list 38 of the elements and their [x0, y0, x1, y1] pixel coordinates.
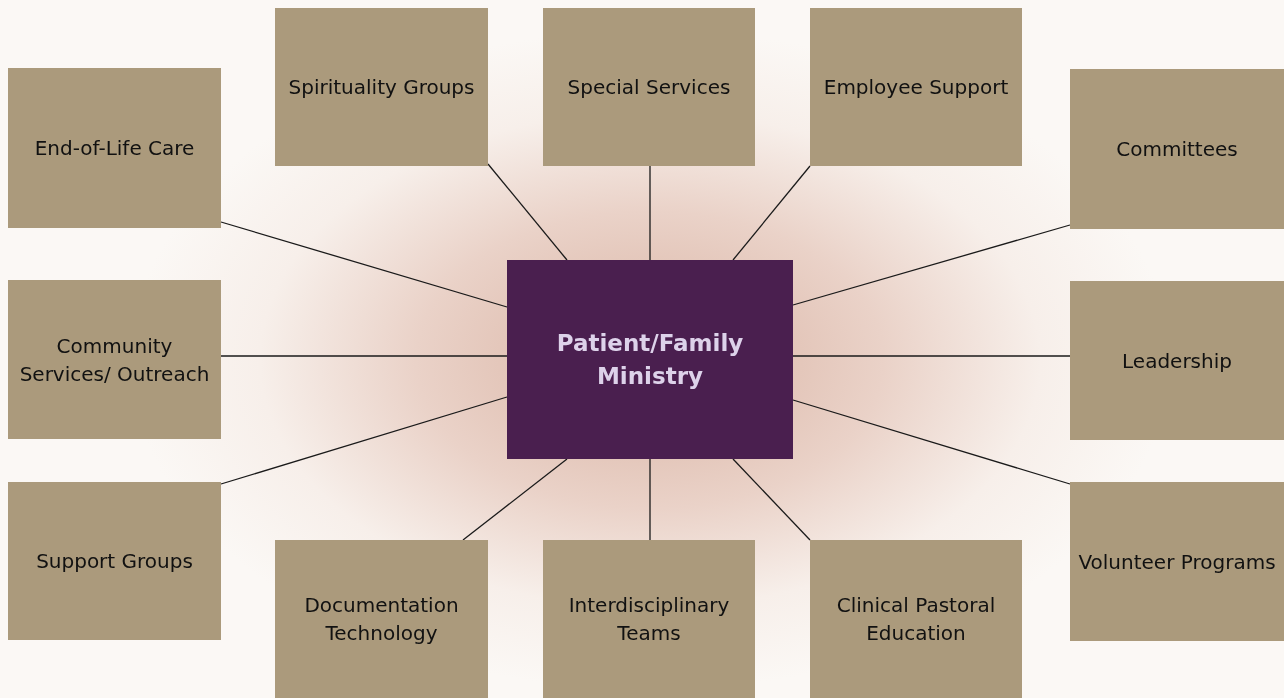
box-label: Interdisciplinary Teams — [567, 592, 731, 647]
connector-line — [732, 458, 811, 541]
connector-line — [732, 165, 811, 261]
hub-box — [507, 260, 793, 459]
box-label: Special Services — [567, 74, 731, 101]
connector-line — [649, 458, 651, 541]
topic-box — [810, 540, 1022, 698]
box-label: Committees — [1116, 136, 1238, 163]
connector-line — [792, 224, 1071, 306]
box-label: Volunteer Programs — [1078, 548, 1276, 576]
box-label: Leadership — [1122, 347, 1232, 375]
connector-line — [792, 399, 1071, 485]
box-label: Documentation Technology — [303, 592, 460, 647]
connector-line — [487, 163, 568, 261]
box-label: Employee Support — [823, 74, 1009, 101]
box-label: Support Groups — [36, 548, 193, 575]
connector-line — [220, 396, 508, 485]
topic-box — [543, 540, 755, 698]
topic-box — [1070, 69, 1284, 229]
connector-line — [792, 355, 1071, 357]
topic-box — [8, 482, 221, 640]
topic-box — [8, 280, 221, 439]
box-label: Community Services/ Outreach — [18, 332, 211, 388]
topic-box — [1070, 482, 1284, 641]
box-label: End-of-Life Care — [34, 135, 195, 162]
box-label: Patient/Family Ministry — [555, 329, 745, 391]
topic-box — [8, 68, 221, 228]
box-label: Clinical Pastoral Education — [835, 592, 997, 647]
topic-box — [810, 8, 1022, 166]
topic-box — [543, 8, 755, 166]
topic-box — [275, 8, 488, 166]
connector-line — [220, 355, 508, 357]
connector-line — [220, 221, 508, 308]
box-label: Spirituality Groups — [288, 74, 475, 101]
topic-box — [1070, 281, 1284, 440]
connector-line — [649, 165, 651, 261]
topic-box — [275, 540, 488, 698]
connector-line — [462, 458, 568, 541]
